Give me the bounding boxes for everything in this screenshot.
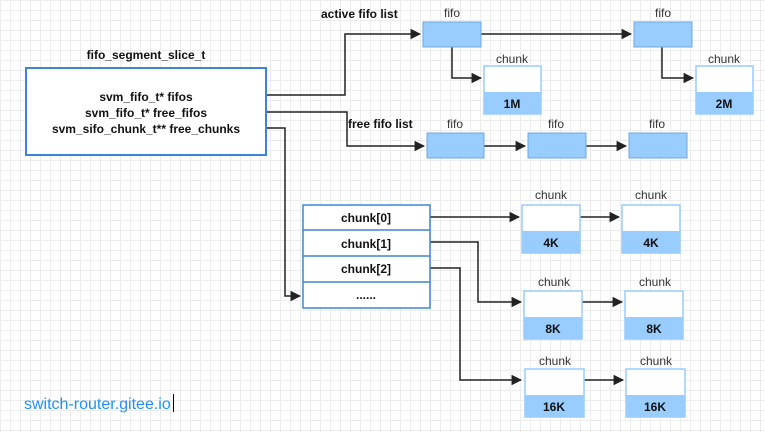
free-fifo-2	[527, 132, 587, 159]
chunk-4k-b-size-band	[622, 231, 680, 253]
active-list-label: active fifo list	[321, 7, 398, 21]
edge-segment-to-chunk-table	[266, 127, 302, 302]
segment-field-fifos: svm_fifo_t* fifos	[99, 90, 193, 104]
free-fifo-1-label: fifo	[447, 117, 463, 131]
edge-segment-to-free-list	[266, 111, 426, 152]
free-list-label: free fifo list	[348, 117, 413, 131]
active-chunk-1-label: chunk	[496, 52, 529, 66]
chunk-4k-a-size-band	[522, 231, 580, 253]
active-fifo-2-label: fifo	[655, 6, 671, 20]
active-chunk-2-size: 2M	[716, 97, 733, 111]
chunk-table-row-0: chunk[0]	[341, 211, 391, 225]
chunk-16k-b-size: 16K	[644, 400, 666, 414]
edge-active-fifo2-to-chunk	[661, 47, 695, 84]
active-chunk-2-size-band	[696, 92, 753, 114]
chunk-chain-16k: chunk 16K chunk 16K	[524, 354, 686, 418]
edge-active-fifo1-to-chunk	[451, 47, 483, 84]
active-chunk-2-label: chunk	[708, 52, 741, 66]
active-fifo-1	[422, 21, 482, 48]
chunk-16k-a-label: chunk	[539, 354, 572, 368]
watermark-text: switch-router.gitee.io	[24, 396, 171, 413]
chunk-8k-a-size-band	[524, 317, 582, 339]
chunk-table-row-2: chunk[2]	[341, 262, 391, 276]
active-chunk-1-size: 1M	[504, 97, 521, 111]
chunk-8k-b-label: chunk	[639, 275, 672, 289]
free-fifo-3-label: fifo	[649, 117, 665, 131]
connectors	[266, 28, 695, 386]
segment-title: fifo_segment_slice_t	[87, 48, 206, 62]
chunk-16k-b-label: chunk	[640, 354, 673, 368]
active-chunk-1-size-band	[484, 92, 541, 114]
edge-chunk1-to-8k	[430, 241, 523, 308]
free-fifo-3	[628, 132, 688, 159]
chunk-4k-b-label: chunk	[635, 188, 668, 202]
segment-box	[25, 67, 267, 156]
chunk-4k-a-size: 4K	[543, 236, 559, 250]
watermark: switch-router.gitee.io	[24, 394, 174, 414]
active-fifo-2	[633, 21, 693, 48]
text-cursor	[172, 394, 174, 412]
segment-field-free-chunks: svm_sifo_chunk_t** free_chunks	[52, 122, 240, 136]
chunk-8k-b-size-band	[625, 317, 683, 339]
free-fifo-list: free fifo list fifo fifo fifo	[348, 117, 688, 159]
free-fifo-2-label: fifo	[548, 117, 564, 131]
edge-chunk2-to-16k	[430, 267, 523, 386]
chunk-chain-4k: chunk 4K chunk 4K	[521, 188, 681, 254]
chunk-16k-a-size-band	[525, 395, 584, 417]
chunk-16k-a-size: 16K	[543, 400, 565, 414]
edge-segment-to-active-list	[266, 28, 422, 96]
segment-struct: fifo_segment_slice_t svm_fifo_t* fifos s…	[25, 48, 267, 156]
chunk-table: chunk[0] chunk[1] chunk[2] ......	[302, 204, 431, 309]
active-fifo-1-label: fifo	[444, 6, 460, 20]
chunk-table-row-1: chunk[1]	[341, 237, 391, 251]
chunk-table-row-more: ......	[356, 288, 376, 302]
chunk-16k-b-size-band	[626, 395, 685, 417]
chunk-8k-b-size: 8K	[646, 322, 662, 336]
segment-field-free-fifos: svm_fifo_t* free_fifos	[85, 106, 207, 120]
chunk-chain-8k: chunk 8K chunk 8K	[523, 275, 684, 340]
chunk-4k-a-label: chunk	[535, 188, 568, 202]
chunk-4k-b-size: 4K	[643, 236, 659, 250]
free-fifo-1	[426, 132, 485, 159]
chunk-8k-a-label: chunk	[538, 275, 571, 289]
chunk-8k-a-size: 8K	[545, 322, 561, 336]
active-fifo-list: active fifo list fifo fifo chunk 1M chun…	[321, 6, 754, 115]
